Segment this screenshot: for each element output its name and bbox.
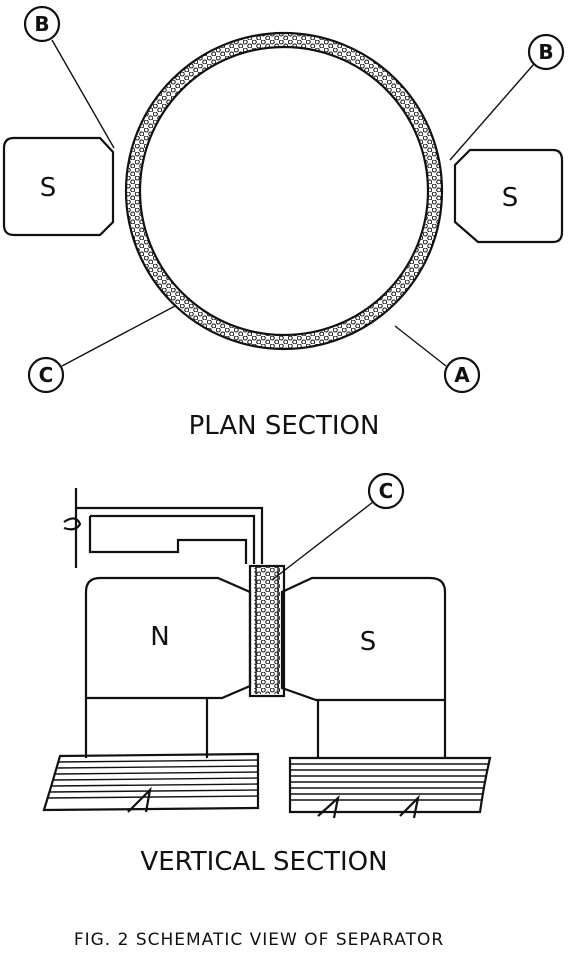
svg-text:C: C [39,363,54,387]
vertical-section-title: VERTICAL SECTION [140,847,387,877]
plan-magnet-right-outer: S [453,148,564,244]
svg-text:A: A [454,363,470,387]
pole-label-s-vertical: S [360,627,377,657]
pole-label-s-right: S [502,183,519,213]
plan-section: S N N S B [2,5,565,441]
pole-label-s-left: S [40,173,57,203]
callout-c-plan: C [27,305,176,394]
vertical-bead-column [248,564,286,698]
plan-magnet-left-outer: S [2,136,115,237]
callout-b-right: B [449,33,565,161]
svg-text:B: B [34,12,49,36]
vertical-section: N S C [42,472,492,877]
svg-text:B: B [538,40,553,64]
figure-caption: FIG. 2 SCHEMATIC VIEW OF SEPARATOR [74,930,444,950]
base-right [288,756,492,819]
base-left [42,752,260,813]
callout-c-vertical: C [271,472,405,581]
plan-ring [124,31,444,351]
feed-pipe [63,488,264,568]
vertical-magnet-n: N [84,576,252,758]
pole-label-n-vertical: N [150,622,169,652]
svg-text:C: C [379,479,394,503]
callout-a: A [394,325,481,394]
plan-section-title: PLAN SECTION [189,411,380,441]
callout-b-left: B [23,5,115,149]
vertical-magnet-s: S [280,576,447,758]
